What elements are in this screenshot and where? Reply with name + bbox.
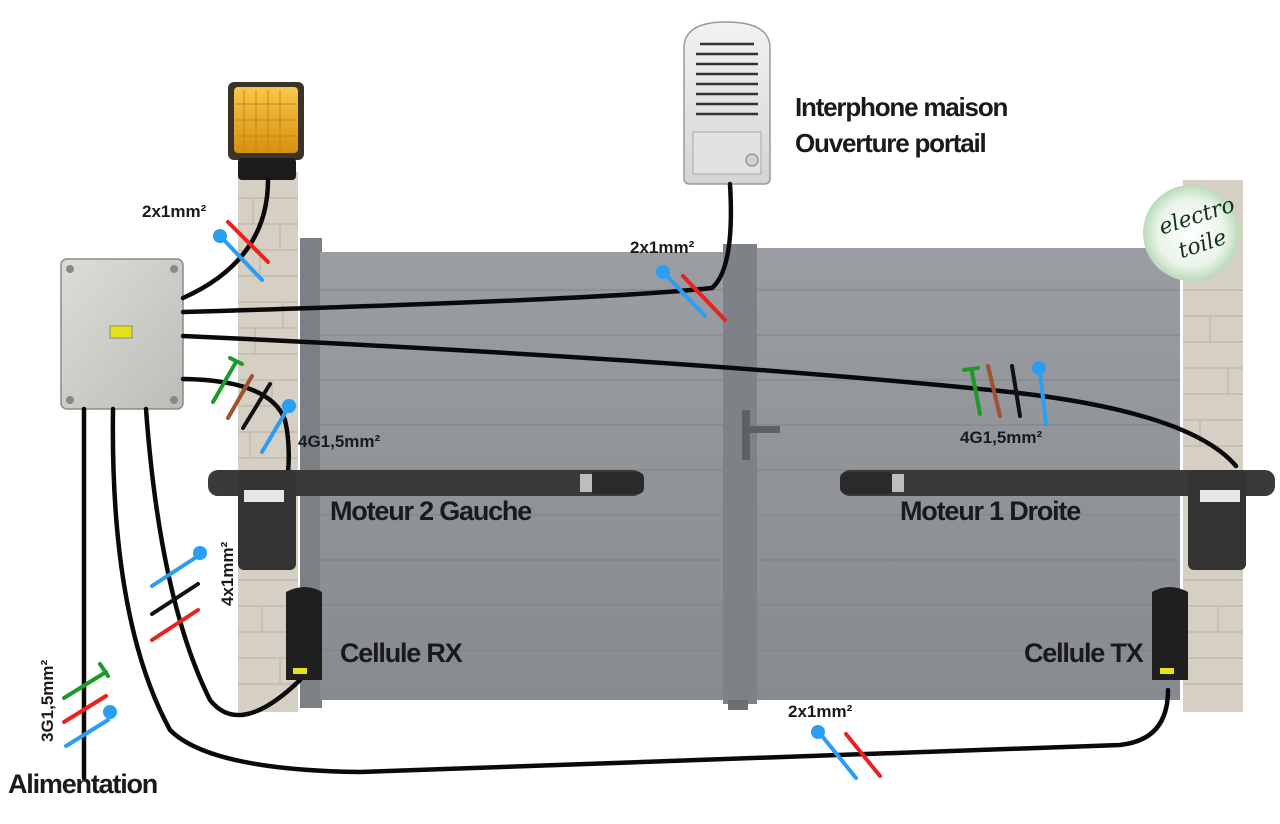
motor-right [840,470,1275,570]
markers-cell-rx [150,546,207,642]
markers-motor-left [211,356,296,454]
cable-cell-rx-label: 4x1mm² [218,541,237,606]
motor-right-label: Moteur 1 Droite [900,496,1081,526]
control-box [60,258,184,410]
markers-power [62,662,117,748]
cable-power-label: 3G1,5mm² [38,659,57,742]
cable-cell-tx-label: 2x1mm² [788,702,853,721]
cable-motor-right-label: 4G1,5mm² [960,428,1043,447]
intercom-label-line2: Ouverture portail [795,128,987,158]
cable-cell-tx [110,406,1171,775]
cell-rx-label: Cellule RX [340,638,463,668]
motor-left [208,470,644,570]
cable-motor-right [180,333,1239,469]
markers-motor-right [962,361,1048,426]
flash-lamp [228,82,304,180]
cable-flash-lamp-label: 2x1mm² [142,202,207,221]
motor-left-label: Moteur 2 Gauche [330,496,532,526]
cable-intercom-label: 2x1mm² [630,238,695,257]
markers-flash-lamp [213,220,270,282]
electrotoile-logo [1143,185,1239,281]
cable-motor-left-label: 4G1,5mm² [298,432,381,451]
markers-intercom [656,265,727,322]
markers-cell-tx [811,725,882,780]
power-label: Alimentation [8,769,158,799]
photocell-tx [1152,587,1188,680]
cell-tx-label: Cellule TX [1024,638,1144,668]
intercom [683,21,771,185]
cable-cell-rx [143,406,303,718]
intercom-label-line1: Interphone maison [795,92,1008,122]
cable-intercom [180,181,734,315]
cable-flash-lamp [180,177,271,301]
wire-markers [62,220,1048,780]
photocell-rx [286,587,322,680]
